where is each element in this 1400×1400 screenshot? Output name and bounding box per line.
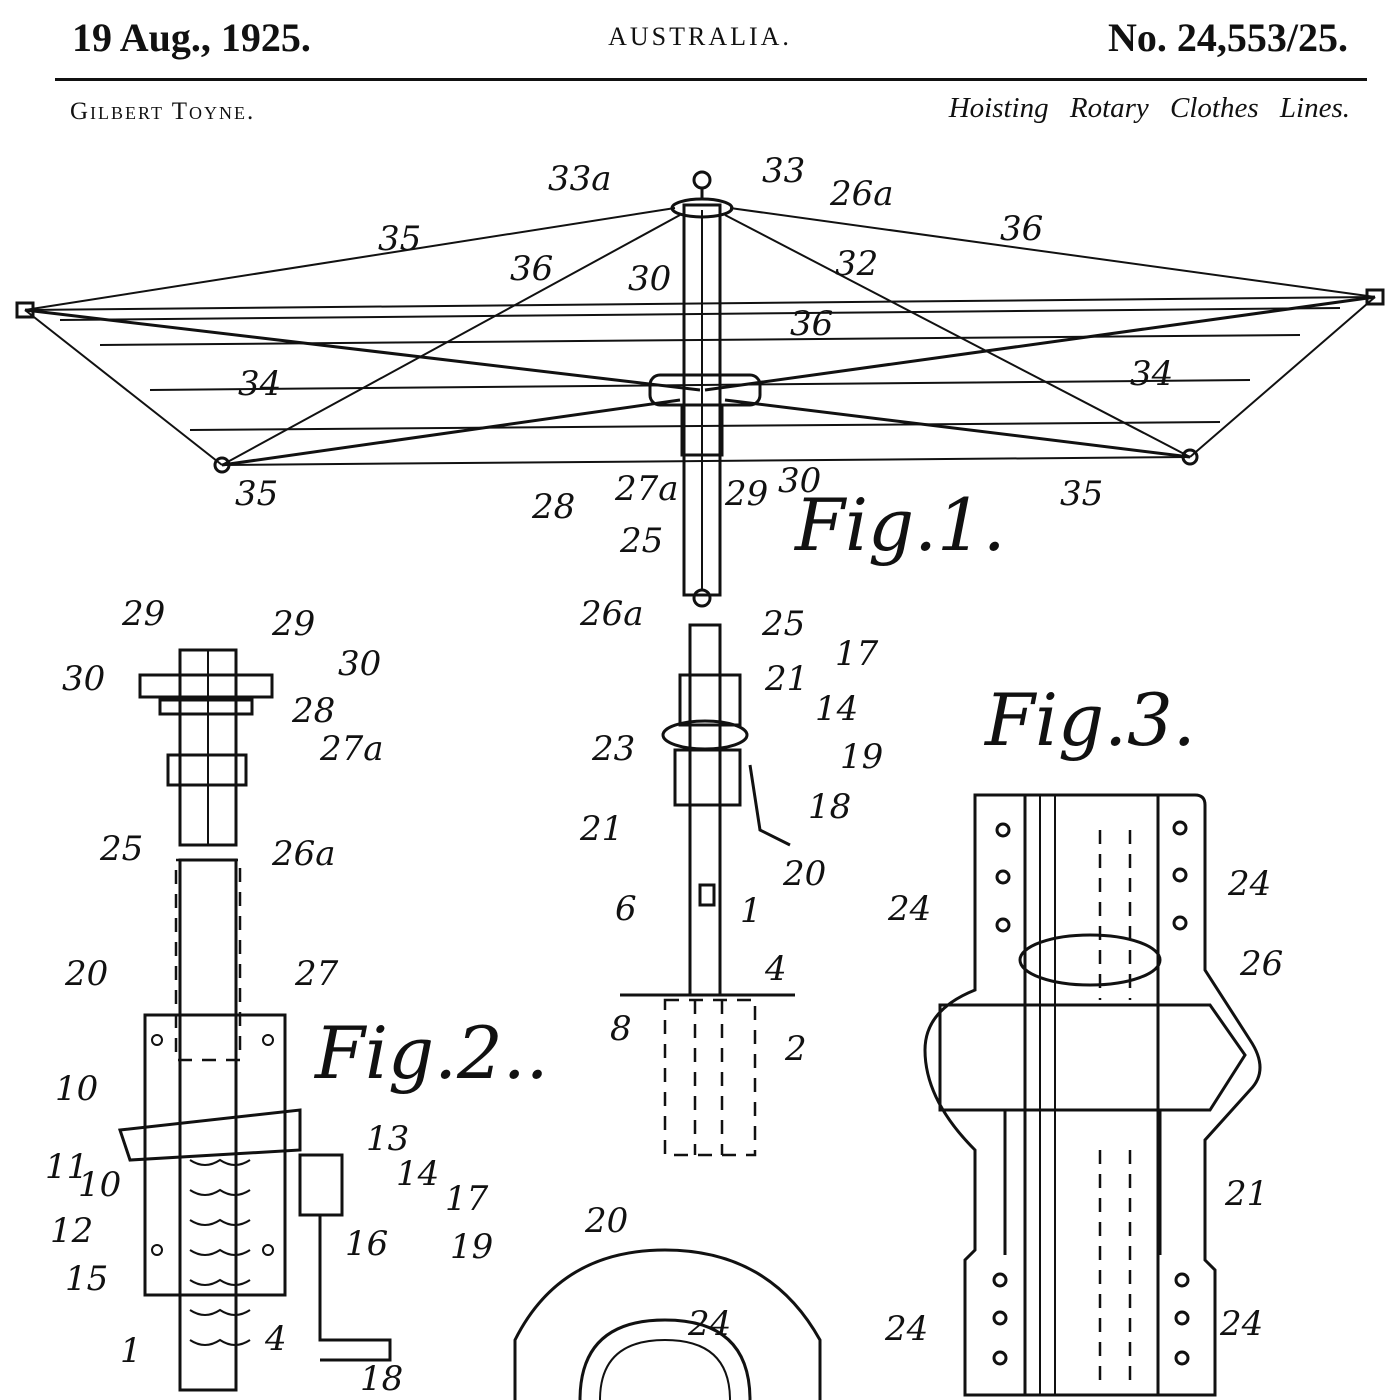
label-32: 32 bbox=[835, 244, 878, 284]
mast-collar bbox=[680, 403, 724, 457]
figure-2-drawing bbox=[117, 648, 392, 1392]
label-15: 15 bbox=[65, 1259, 108, 1299]
label-26: 26 bbox=[1239, 944, 1283, 984]
bracket-plan-drawing bbox=[513, 1248, 822, 1400]
label-25-fig1: 25 bbox=[619, 521, 663, 561]
label-12: 12 bbox=[50, 1211, 93, 1251]
arm-left-front bbox=[221, 398, 681, 467]
label-14-fig2: 14 bbox=[396, 1154, 439, 1194]
flange-ring bbox=[938, 1003, 1247, 1112]
ground-socket bbox=[663, 998, 757, 1157]
label-17-mid: 17 bbox=[835, 634, 879, 674]
label-11: 11 bbox=[45, 1147, 88, 1187]
label-2: 2 bbox=[784, 1029, 807, 1069]
patent-date: 19 Aug., 1925. bbox=[72, 15, 311, 60]
label-35-bottom-right: 35 bbox=[1060, 474, 1103, 514]
label-34-left: 34 bbox=[238, 364, 281, 404]
label-10a: 10 bbox=[55, 1069, 98, 1109]
label-34-right: 34 bbox=[1130, 354, 1173, 394]
label-33: 33 bbox=[762, 151, 805, 191]
label-1-fig2: 1 bbox=[120, 1331, 142, 1371]
label-30-fig1b: 30 bbox=[778, 461, 821, 501]
label-29-fig1: 29 bbox=[724, 474, 768, 514]
label-35-top: 35 bbox=[378, 219, 421, 259]
label-20-bottom: 20 bbox=[584, 1201, 628, 1241]
label-27a-fig2: 27a bbox=[319, 729, 384, 769]
arm-right-back bbox=[704, 295, 1376, 392]
mast-upper bbox=[682, 203, 722, 597]
label-1-mid: 1 bbox=[740, 891, 762, 931]
label-24-d: 24 bbox=[1219, 1304, 1263, 1344]
label-14-mid: 14 bbox=[815, 689, 858, 729]
label-26a-fig2: 26a bbox=[271, 834, 336, 874]
label-24-c: 24 bbox=[884, 1309, 928, 1349]
label-21-mid: 21 bbox=[764, 659, 808, 699]
label-26a-fig1: 26a bbox=[579, 594, 644, 634]
screw-thread bbox=[189, 1158, 251, 1346]
label-4-fig2: 4 bbox=[264, 1319, 287, 1359]
label-21-mid2: 21 bbox=[579, 809, 623, 849]
invention-title: Hoisting Rotary Clothes Lines. bbox=[948, 92, 1350, 124]
label-24-a: 24 bbox=[887, 889, 931, 929]
label-26a-top: 26a bbox=[829, 174, 894, 214]
label-20-mid: 20 bbox=[782, 854, 826, 894]
label-23: 23 bbox=[591, 729, 635, 769]
crank-mid bbox=[748, 764, 791, 847]
label-6: 6 bbox=[615, 889, 637, 929]
figure-2-caption: Fig.2.. bbox=[313, 1011, 549, 1095]
bevel-gear bbox=[117, 1108, 302, 1162]
figure-3-drawing bbox=[923, 793, 1262, 1397]
label-30-fig1: 30 bbox=[628, 259, 671, 299]
label-21-fig3: 21 bbox=[1224, 1174, 1268, 1214]
label-35-bottom-left: 35 bbox=[235, 474, 278, 514]
label-36-mid: 36 bbox=[790, 304, 833, 344]
collar-26 bbox=[1018, 933, 1162, 987]
label-36-left: 36 bbox=[510, 249, 553, 289]
label-33a: 33a bbox=[548, 159, 612, 199]
label-8: 8 bbox=[610, 1009, 632, 1049]
arm-left-back bbox=[24, 308, 701, 392]
label-25-mid: 25 bbox=[761, 604, 805, 644]
header-rule bbox=[55, 78, 1367, 81]
label-30a: 30 bbox=[62, 659, 105, 699]
label-17-fig2: 17 bbox=[445, 1179, 489, 1219]
arm-right-front bbox=[724, 398, 1191, 459]
label-10b: 10 bbox=[78, 1165, 121, 1205]
label-24-bottom: 24 bbox=[687, 1304, 731, 1344]
label-27a-fig1: 27a bbox=[614, 469, 679, 509]
label-4-mid: 4 bbox=[764, 949, 787, 989]
figure-1-caption: Fig.1. bbox=[793, 483, 1006, 567]
label-13: 13 bbox=[366, 1119, 409, 1159]
label-30b: 30 bbox=[338, 644, 381, 684]
label-18-fig2: 18 bbox=[360, 1359, 403, 1399]
label-24-b: 24 bbox=[1227, 864, 1271, 904]
label-29a: 29 bbox=[121, 594, 165, 634]
bracket-plate bbox=[143, 1013, 287, 1297]
middle-assembly-drawing bbox=[620, 623, 795, 1157]
mast-knob bbox=[692, 170, 712, 190]
inventor-name: Gilbert Toyne. bbox=[70, 98, 256, 125]
label-28-fig1: 28 bbox=[531, 487, 575, 527]
label-29b: 29 bbox=[271, 604, 315, 644]
patent-number: No. 24,553/25. bbox=[1108, 15, 1348, 60]
label-28-fig2: 28 bbox=[291, 691, 335, 731]
label-25-fig2: 25 bbox=[99, 829, 143, 869]
label-27-fig2: 27 bbox=[294, 954, 339, 994]
figure-1-drawing bbox=[15, 170, 1385, 608]
patent-country: AUSTRALIA. bbox=[608, 22, 792, 51]
label-18-mid: 18 bbox=[808, 787, 851, 827]
figure-3-caption: Fig.3. bbox=[983, 678, 1196, 762]
label-16: 16 bbox=[345, 1224, 388, 1264]
crank-handle bbox=[318, 1215, 392, 1362]
label-19-mid: 19 bbox=[840, 737, 883, 777]
label-36-right: 36 bbox=[1000, 209, 1043, 249]
bracket-body bbox=[923, 793, 1262, 1397]
label-20-fig2: 20 bbox=[64, 954, 108, 994]
label-19-fig2: 19 bbox=[450, 1227, 493, 1267]
